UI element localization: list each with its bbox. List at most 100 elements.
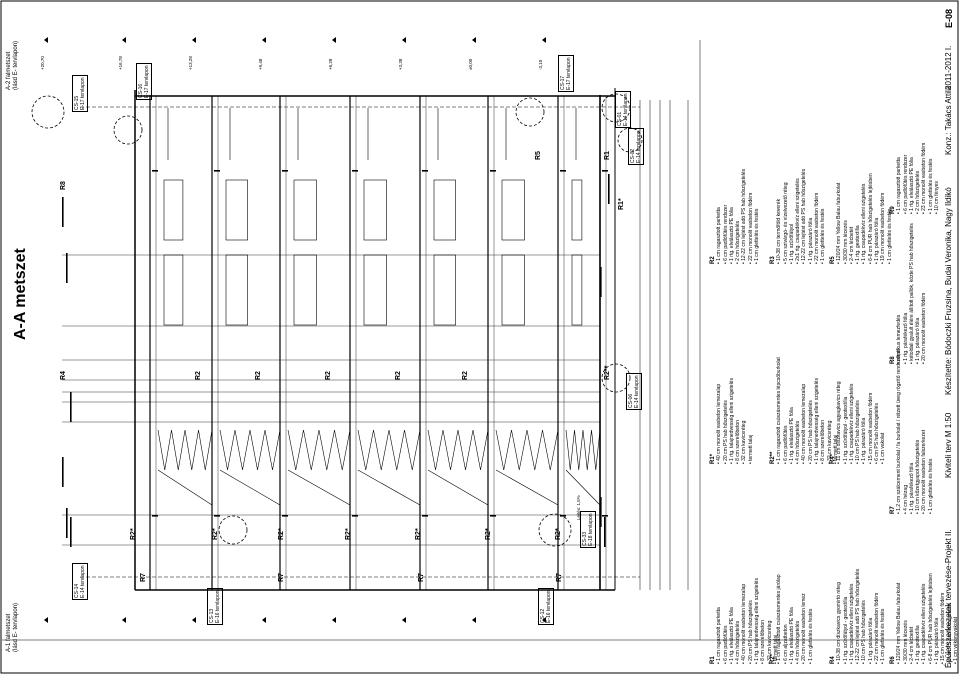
stair-diagonal-5 — [495, 469, 559, 506]
window-upper-5 — [501, 179, 525, 241]
legend-layer-list: 1,2 cm szálcement burkolat / fa burkolat… — [896, 349, 934, 514]
legend-layer-item: 1 cm vakolat — [880, 270, 886, 464]
window-upper-0 — [163, 179, 184, 241]
callout-cs33[interactable]: CS-33 E-18 tervlapon — [580, 511, 596, 548]
legend-entry-r4star: R4*11 cm díszkavics agyagkavics réteg1 r… — [830, 270, 887, 464]
footer-semester: 2011-2012 I. — [944, 45, 953, 90]
level-label-6: +3,38 — [398, 58, 403, 70]
window-lower-4 — [433, 254, 456, 326]
legend-layer-item: 1 cm glettelés és festés — [808, 470, 814, 664]
level-label-4: +9,48 — [258, 58, 263, 70]
callout-cs02[interactable]: CS-02 E-14 tervlapon — [628, 128, 644, 165]
callout-cs12[interactable]: CS-12 E-16 tervlapon — [538, 588, 554, 625]
room-code-r2-5: R2 — [462, 371, 469, 380]
callout-cs17[interactable]: CS-17 E-17 tervlapon — [558, 55, 574, 92]
callout-sheet: E-16 tervlapon — [546, 590, 552, 623]
footer-plan-type: Kiviteli terv M 1:50 — [944, 412, 953, 478]
level-triangle-2 — [192, 37, 196, 43]
legend-layer-list: 120/24 mm Yellow Balau faburkolat30/30 m… — [836, 70, 893, 264]
section-mark-8 — [608, 174, 610, 204]
stairs — [157, 429, 601, 506]
legend-layer-item: 1 cm glettelés és festés — [880, 470, 886, 664]
room-code-r2star-g: R2* — [555, 528, 562, 540]
cut-tick-b-3 — [352, 170, 358, 172]
level-triangle-4 — [332, 37, 336, 43]
level-triangle-bottom-1 — [122, 617, 126, 623]
room-code-r7-3: R7 — [418, 573, 425, 582]
cut-tick-a-3 — [352, 515, 358, 517]
footer-sheet-no: E-08 — [944, 8, 954, 28]
level-triangle-bottom-7 — [542, 617, 546, 623]
page-title: A-A metszet — [12, 248, 29, 340]
cut-tick-a-7 — [602, 515, 608, 517]
level-label-7: ±0,00 — [468, 58, 473, 70]
legend-layer-list: 10-38 cm díszkavics gyomirtó réteg1 rtg.… — [836, 470, 886, 664]
cut-tick-a-5 — [490, 515, 496, 517]
window-openings — [163, 108, 583, 326]
callout-cs15[interactable]: CS-15 E-17 tervlapon — [72, 75, 88, 112]
window-lower-5 — [501, 254, 525, 326]
callout-cs06[interactable]: CS-06 E-14 tervlapon — [626, 373, 642, 410]
window-upper-1 — [225, 179, 248, 241]
legend-layer-list: 11 cm díszkavics agyagkavics réteg1 rtg.… — [836, 270, 886, 464]
level-markers — [44, 37, 546, 623]
cut-tick-b-0 — [152, 170, 158, 172]
legend-layer-item: 10 cm fényes — [934, 70, 940, 214]
building-outline — [80, 88, 640, 591]
stair-run-6 — [565, 429, 601, 471]
facade-label-left: A-1 falmetszet (lásd E- tervlapon) — [6, 602, 19, 652]
level-label-5: +6,28 — [328, 58, 333, 70]
section-cut-marks — [62, 170, 610, 547]
level-triangle-bottom-3 — [262, 617, 266, 623]
room-code-r2star-d: R2* — [345, 528, 352, 540]
legend-layer-item: 20 cm monolit vasbeton födém — [921, 220, 927, 364]
legend-entry-r4: R410-38 cm díszkavics gyomirtó réteg1 rt… — [830, 470, 887, 664]
callout-cs16[interactable]: CS-16 E-17 tervlapon — [136, 63, 152, 100]
footer-authors: Készítette: Bódoczki Fruzsina, Budai Ver… — [944, 187, 953, 395]
level-triangle-bottom-0 — [44, 617, 48, 623]
legend-layer-item: termett talaj — [748, 270, 754, 464]
stair-run-3 — [357, 429, 421, 471]
legend-layer-list: 1 cm ragasztott parketta6 cm padlófűtés … — [896, 70, 940, 214]
callout-cs01[interactable]: CS-01 E-14 tervlapon — [615, 91, 631, 128]
grid-band — [62, 254, 600, 546]
room-code-r1star: R1* — [618, 198, 625, 210]
stair-run-2 — [287, 429, 351, 471]
stair-diagonal-6 — [565, 469, 601, 506]
window-upper-4 — [433, 179, 456, 241]
level-label-2: +16,78 — [118, 56, 123, 70]
cut-tick-b-6 — [560, 170, 566, 172]
window-upper-2 — [293, 179, 317, 241]
section-mark-6 — [600, 497, 602, 527]
callout-sheet: E-18 tervlapon — [588, 513, 594, 546]
room-code-r2star-b: R2* — [212, 528, 219, 540]
room-code-r2star-c: R2* — [278, 528, 285, 540]
legend-entry-r2star: R2*1 cm ragasztott csúszásmentes járólap… — [770, 470, 814, 664]
legend-layer-item: 1 cm glettelés és festés — [754, 70, 760, 264]
section-mark-5 — [70, 517, 72, 547]
room-code-r2-4: R2 — [395, 371, 402, 380]
callout-sheet: E-14 tervlapon — [634, 375, 640, 408]
level-label-1: +20,70 — [40, 56, 45, 70]
cut-tick-b-1 — [214, 170, 220, 172]
level-triangle-7 — [542, 37, 546, 43]
legend-layer-item: 1 cm vékonyvakolat — [953, 520, 959, 664]
legend-entry-r9: R91 cm ragasztott parketta6 cm padlófűté… — [890, 70, 940, 214]
level-triangle-3 — [262, 37, 266, 43]
room-code-r5: R5 — [535, 151, 542, 160]
callout-cs14[interactable]: CS-14 E-14 tervlapon — [72, 563, 88, 600]
callout-sheet: E-14 tervlapon — [80, 565, 86, 598]
callout-cs13[interactable]: CS-13 E-16 tervlapon — [207, 588, 223, 625]
level-triangle-bottom-2 — [192, 617, 196, 623]
section-mark-4 — [66, 508, 68, 538]
legend-column-1: R2*1 cm ragasztott csúszásmentes járólap… — [770, 64, 839, 664]
legend-column-0: R11 cm ragasztott parketta6 cm padlófűté… — [710, 64, 779, 664]
section-mark-2 — [70, 392, 72, 422]
section-mark-7 — [604, 517, 606, 547]
room-code-r4: R4 — [60, 371, 67, 380]
room-code-r7-4: R7 — [556, 573, 563, 582]
cut-tick-a-0 — [152, 515, 158, 517]
legend-entry-r2: R21 cm ragasztott parketta6 cm padlófűté… — [710, 70, 760, 264]
